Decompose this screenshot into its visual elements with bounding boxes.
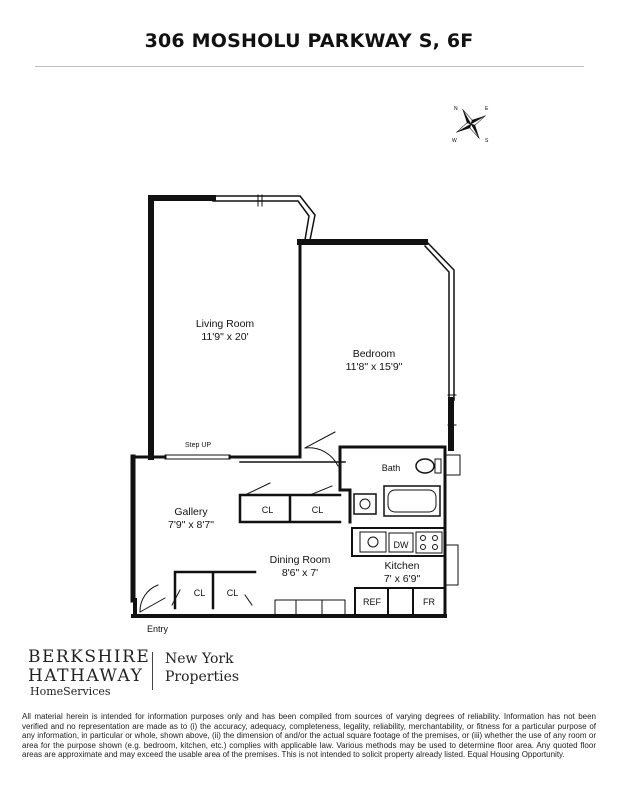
- brand-line-2: HATHAWAY: [28, 666, 144, 686]
- compass-s: S: [485, 138, 489, 144]
- dining-room-label: Dining Room 8'6" x 7': [255, 554, 345, 580]
- compass-e: E: [485, 106, 489, 112]
- closet-label: CL: [311, 505, 324, 515]
- kitchen-label: Kitchen 7' x 6'9": [362, 560, 442, 586]
- step-up-label: Step UP: [185, 442, 212, 449]
- logo-divider: [152, 652, 153, 690]
- dining-room-name: Dining Room: [269, 554, 331, 566]
- closet-label: CL: [193, 588, 206, 598]
- dining-room-dims: 8'6" x 7': [281, 567, 319, 579]
- closet-label: CL: [226, 588, 239, 598]
- closet-walls-lower: [173, 570, 257, 610]
- living-room-dims: 11'9" x 20': [201, 331, 249, 343]
- title-divider: [35, 66, 584, 67]
- bedroom-dims: 11'8" x 15'9": [345, 361, 403, 373]
- gallery-label: Gallery 7'9" x 8'7": [147, 506, 235, 532]
- bath-sink: [353, 493, 377, 515]
- brand-region-2: Properties: [165, 669, 240, 685]
- living-room-label: Living Room 11'9" x 20': [175, 318, 275, 344]
- closet-label: CL: [261, 505, 274, 515]
- bedroom-label: Bedroom 11'8" x 15'9": [326, 348, 422, 374]
- compass-w: W: [452, 138, 457, 144]
- kitchen-name: Kitchen: [384, 560, 420, 572]
- dishwasher-label: DW: [393, 540, 409, 550]
- kitchen-counter: [351, 527, 446, 557]
- living-window: [212, 195, 316, 241]
- freezer-label: FR: [423, 597, 435, 607]
- bathtub: [383, 485, 441, 517]
- living-room-name: Living Room: [195, 318, 255, 330]
- closet-walls-upper: [238, 493, 342, 524]
- gallery-name: Gallery: [174, 506, 208, 518]
- kitchen-dims: 7' x 6'9": [383, 573, 421, 585]
- compass-n: N: [454, 106, 458, 112]
- bath-label: Bath: [381, 463, 401, 473]
- bedroom-name: Bedroom: [352, 348, 396, 360]
- bedroom-door-swing: [304, 431, 339, 467]
- gallery-dims: 7'9" x 8'7": [168, 519, 214, 531]
- entry-label: Entry: [147, 624, 169, 634]
- brand-line-3: HomeServices: [30, 685, 111, 698]
- toilet: [415, 458, 435, 474]
- brand-line-1: BERKSHIRE: [28, 647, 151, 667]
- disclaimer-text: All material herein is intended for info…: [22, 712, 596, 759]
- compass-icon: N E S W: [452, 106, 489, 144]
- page-title: 306 MOSHOLU PARKWAY S, 6F: [144, 30, 474, 52]
- brand-region-1: New York: [165, 651, 234, 667]
- refrigerator-label: REF: [363, 597, 381, 607]
- entry-door-swing: [139, 584, 166, 613]
